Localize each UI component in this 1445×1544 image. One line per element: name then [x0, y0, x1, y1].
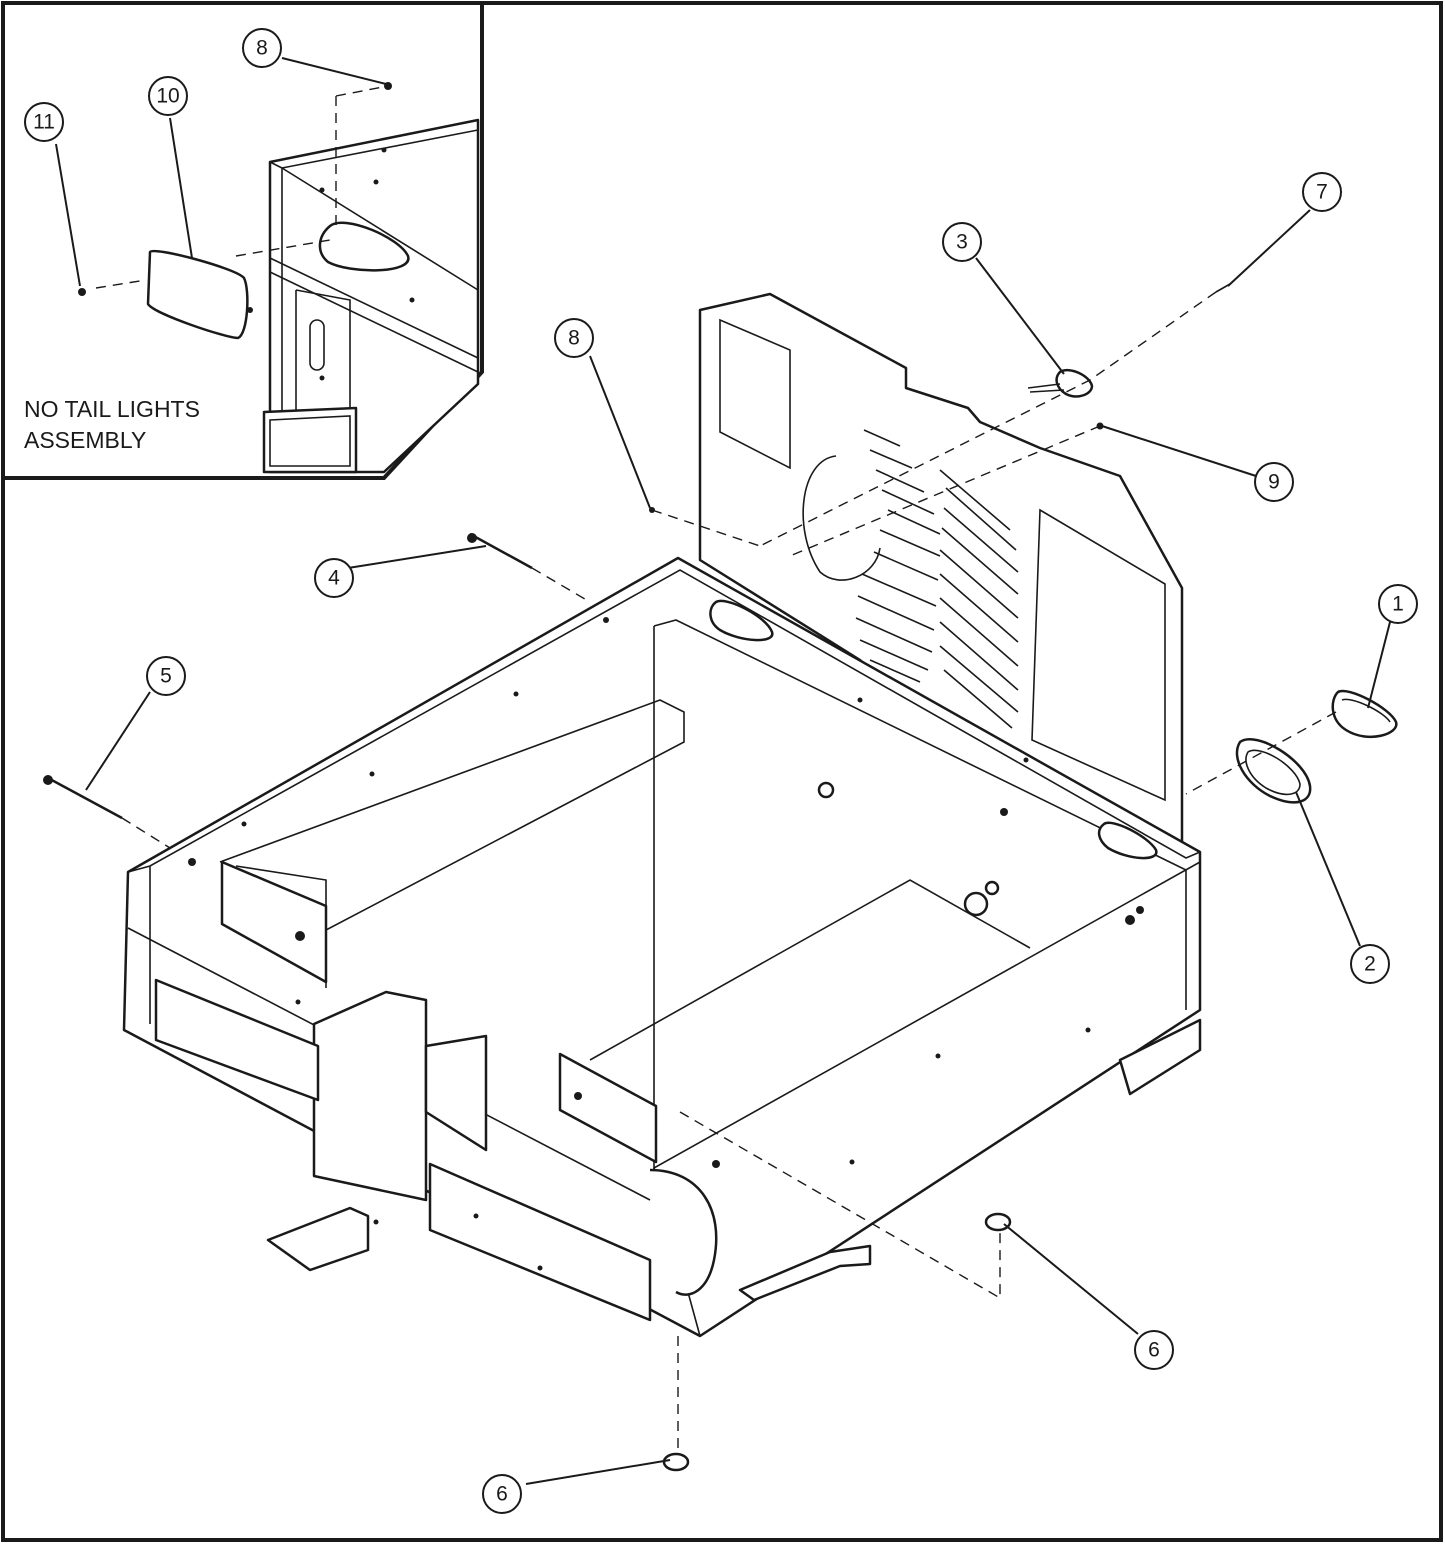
- inset-note: NO TAIL LIGHTS ASSEMBLY: [24, 394, 200, 456]
- callout-balloon-4: 4: [314, 558, 354, 598]
- callout-balloon-7: 7: [1302, 172, 1342, 212]
- leader-lines: [55, 57, 1391, 1485]
- svg-text:6: 6: [1148, 1339, 1160, 1362]
- svg-text:4: 4: [328, 567, 340, 590]
- svg-text:3: 3: [956, 231, 968, 254]
- grommet-item-6-right: [984, 1212, 1012, 1232]
- grommet-item-6-bottom: [662, 1452, 690, 1472]
- svg-text:11: 11: [33, 111, 55, 134]
- inset-note-line-2: ASSEMBLY: [24, 427, 147, 453]
- bolt-item-4: [469, 532, 533, 570]
- frame-assembly: [122, 292, 1202, 1338]
- callout-balloon-1: 1: [1378, 584, 1418, 624]
- callout-balloon-8-inset: 8: [242, 28, 282, 68]
- svg-text:7: 7: [1316, 181, 1328, 204]
- inset-detail-no-tail-lights: [78, 82, 480, 474]
- callout-balloon-2: 2: [1350, 944, 1390, 984]
- svg-text:1: 1: [1392, 593, 1404, 616]
- frame-holes: [188, 617, 1144, 1271]
- tail-light-grommet: [1235, 738, 1312, 804]
- svg-text:5: 5: [160, 665, 172, 688]
- license-light: [1055, 369, 1094, 398]
- tail-light: [1331, 689, 1398, 739]
- rear-panel-vent-slots: [855, 429, 1019, 729]
- callout-balloon-10: 10: [148, 76, 188, 116]
- callout-balloon-3: 3: [942, 222, 982, 262]
- callout-balloon-6-bottom: 6: [482, 1474, 522, 1514]
- callout-balloon-9: 9: [1254, 462, 1294, 502]
- bolt-item-5: [47, 776, 123, 820]
- svg-text:6: 6: [496, 1483, 508, 1506]
- callout-balloon-5: 5: [146, 656, 186, 696]
- svg-text:2: 2: [1364, 953, 1376, 976]
- svg-text:8: 8: [568, 327, 580, 350]
- svg-text:8: 8: [256, 37, 268, 60]
- callout-balloon-6-right: 6: [1134, 1330, 1174, 1370]
- callout-balloon-11: 11: [24, 102, 64, 142]
- inset-note-line-1: NO TAIL LIGHTS: [24, 396, 200, 422]
- explode-lines: [121, 291, 1337, 1454]
- callout-balloon-8-main: 8: [554, 318, 594, 358]
- svg-text:10: 10: [156, 85, 179, 108]
- svg-text:9: 9: [1268, 471, 1280, 494]
